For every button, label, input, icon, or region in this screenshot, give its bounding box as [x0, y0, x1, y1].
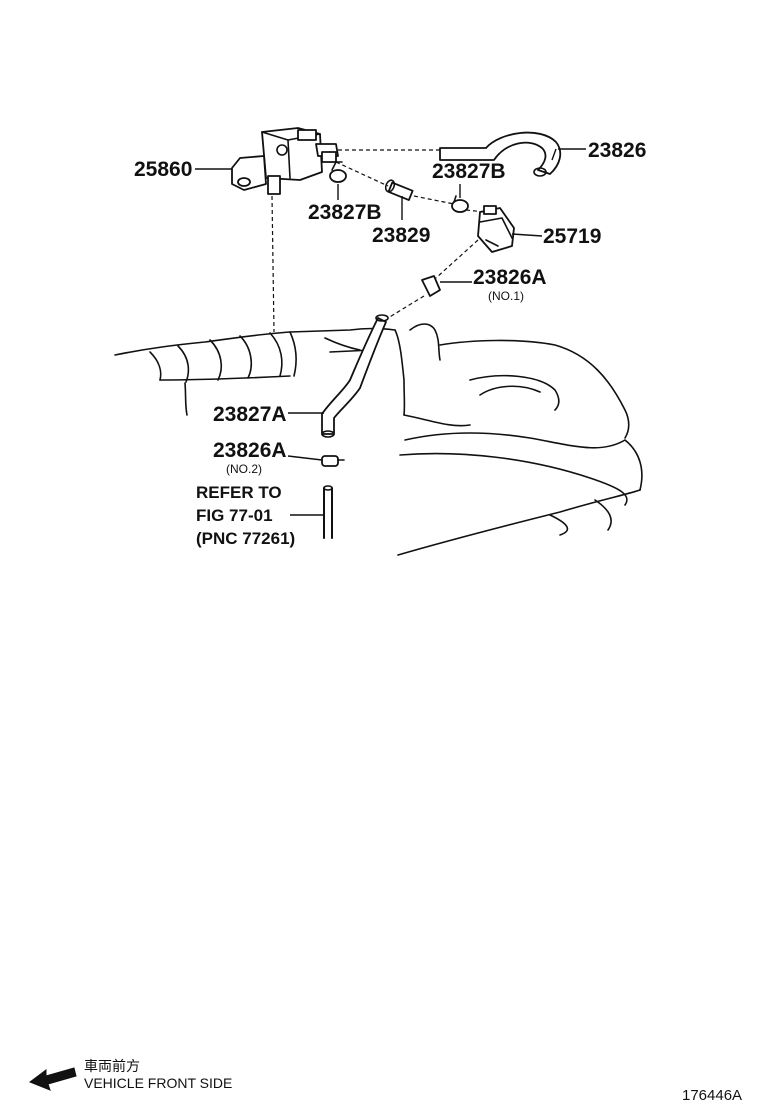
reference-line-2: FIG 77-01 — [196, 506, 273, 525]
front-direction-arrow-icon — [28, 1067, 77, 1091]
vacuum-hose — [439, 131, 562, 177]
hose-clamp-right — [451, 195, 469, 213]
label-25860: 25860 — [134, 158, 192, 181]
connection-lines — [271, 149, 485, 333]
referenced-pipe — [323, 485, 333, 539]
label-23827a: 23827A — [213, 403, 287, 426]
label-23826a-no2: 23826A — [213, 439, 287, 462]
label-25719: 25719 — [543, 225, 601, 248]
reference-line-3: (PNC 77261) — [196, 529, 295, 548]
leader-lines — [195, 148, 586, 516]
label-23827b-left: 23827B — [308, 201, 382, 224]
hose-clamp-left — [329, 161, 347, 183]
short-hose — [384, 179, 414, 201]
reference-line-1: REFER TO — [196, 483, 282, 502]
label-23826: 23826 — [588, 139, 646, 162]
note-no1: (NO.1) — [488, 289, 524, 303]
bent-hose — [321, 314, 389, 438]
label-23826a-no1: 23826A — [473, 266, 547, 289]
vacuum-filter — [477, 205, 515, 253]
figure-id: 176446A — [682, 1087, 742, 1104]
clamp-no1 — [421, 275, 441, 297]
intake-manifold-outline — [114, 323, 643, 556]
note-no2: (NO.2) — [226, 462, 262, 476]
vehicle-front-side-japanese: 車両前方 — [84, 1058, 140, 1074]
label-23827b-top: 23827B — [432, 160, 506, 183]
vacuum-switching-valve — [231, 127, 339, 195]
label-23829: 23829 — [372, 224, 430, 247]
vehicle-front-side-label: VEHICLE FRONT SIDE — [84, 1075, 232, 1091]
clamp-no2 — [321, 455, 345, 467]
